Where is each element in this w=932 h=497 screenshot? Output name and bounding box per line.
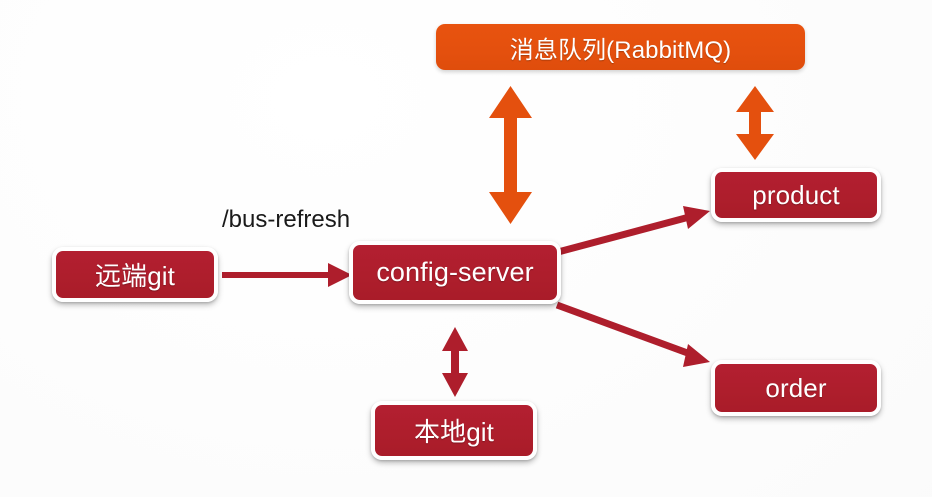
node-local-git[interactable]: 本地git <box>371 401 537 460</box>
node-message-queue-rabbitmq[interactable]: 消息队列(RabbitMQ) <box>436 24 805 70</box>
edge-config-server-to-local-git <box>442 327 468 397</box>
node-remote-git[interactable]: 远端git <box>52 247 218 302</box>
node-order[interactable]: order <box>711 360 881 416</box>
node-product[interactable]: product <box>711 168 881 222</box>
edge-remote-git-to-config-server <box>222 263 352 287</box>
edge-config-server-to-mq <box>489 86 532 224</box>
node-config-server[interactable]: config-server <box>349 241 561 304</box>
label-bus-refresh: /bus-refresh <box>222 206 351 233</box>
edge-config-server-to-product <box>557 206 710 256</box>
edge-mq-to-product <box>736 86 774 160</box>
edge-config-server-to-order <box>555 301 710 367</box>
